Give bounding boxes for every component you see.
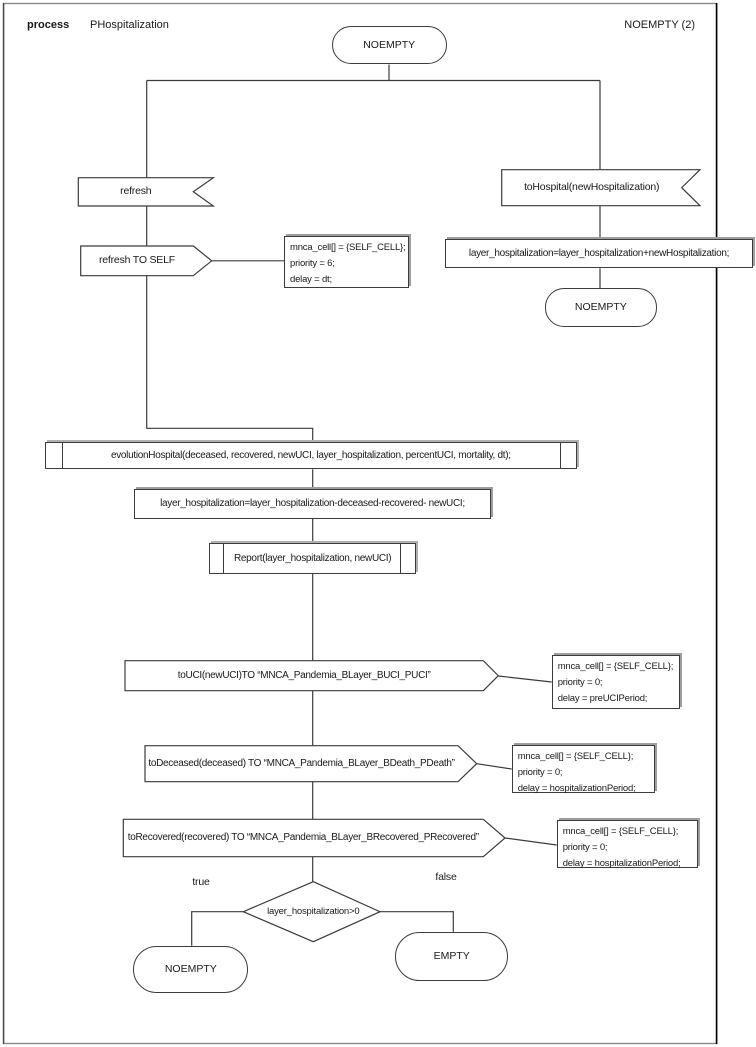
comment-line: delay = hospitalizationPeriod;: [517, 783, 636, 794]
page-frame: [2, 2, 718, 1045]
output-signal-todeceased[interactable]: [144, 745, 478, 783]
decision-diamond[interactable]: [241, 881, 382, 943]
comment-torecovered-params[interactable]: mnca_cell[] = {SELF_CELL}; priority = 0;…: [556, 820, 699, 869]
comment-touci-params[interactable]: mnca_cell[] = {SELF_CELL}; priority = 0;…: [551, 655, 680, 709]
comment-line: delay = preUCIPeriod;: [557, 693, 648, 704]
task-subtract-hospitalization[interactable]: layer_hospitalization=layer_hospitalizat…: [134, 488, 491, 519]
page-label: NOEMPTY (2): [624, 19, 695, 31]
procedure-inner-bar-left: [223, 544, 225, 573]
true-state-noempty[interactable]: NOEMPTY: [133, 945, 249, 994]
state-label: NOEMPTY: [164, 963, 217, 976]
procedure-text: evolutionHospital(deceased, recovered, n…: [110, 449, 511, 461]
comment-line: priority = 0;: [562, 842, 608, 853]
flow-connectors: [146, 64, 601, 946]
comment-line: delay = dt;: [290, 274, 332, 285]
state-label: NOEMPTY: [574, 301, 627, 314]
comment-refresh-params[interactable]: mnca_cell[] = {SELF_CELL}; priority = 6;…: [284, 236, 410, 289]
comment-line: priority = 0;: [557, 677, 603, 688]
output-signal-torecovered[interactable]: [122, 818, 506, 858]
task-text: layer_hospitalization=layer_hospitalizat…: [468, 248, 730, 260]
comment-line: mnca_cell[] = {SELF_CELL};: [557, 661, 674, 672]
state-label: EMPTY: [433, 950, 470, 963]
input-signal-refresh[interactable]: [77, 177, 216, 207]
task-add-hospitalization[interactable]: layer_hospitalization=layer_hospitalizat…: [445, 239, 753, 269]
procedure-call-report[interactable]: Report(layer_hospitalization, newUCI): [209, 543, 416, 574]
output-signal-refresh-to-self[interactable]: [80, 245, 213, 277]
comment-todeceased-params[interactable]: mnca_cell[] = {SELF_CELL}; priority = 0;…: [511, 745, 655, 794]
comment-line: mnca_cell[] = {SELF_CELL};: [290, 242, 406, 253]
process-name: PHospitalization: [90, 19, 169, 31]
process-keyword: process: [27, 19, 70, 31]
output-signal-touci[interactable]: [124, 660, 500, 692]
task-text: layer_hospitalization=layer_hospitalizat…: [160, 498, 465, 510]
start-state-noempty[interactable]: NOEMPTY: [331, 25, 447, 65]
comment-line: priority = 0;: [517, 767, 563, 778]
comment-line: priority = 6;: [290, 258, 335, 269]
procedure-inner-bar-right: [399, 544, 401, 573]
next-state-noempty-right[interactable]: NOEMPTY: [545, 288, 657, 327]
procedure-call-evolutionhospital[interactable]: evolutionHospital(deceased, recovered, n…: [45, 441, 577, 470]
state-label: NOEMPTY: [363, 38, 416, 51]
comment-line: mnca_cell[] = {SELF_CELL};: [562, 826, 679, 837]
comment-line: delay = hospitalizationPeriod;: [562, 858, 681, 869]
procedure-inner-bar-right: [560, 442, 562, 469]
input-signal-tohospital[interactable]: [501, 169, 702, 207]
procedure-inner-bar-left: [61, 442, 63, 469]
false-state-empty[interactable]: EMPTY: [395, 931, 509, 981]
procedure-text: Report(layer_hospitalization, newUCI): [233, 553, 392, 565]
comment-line: mnca_cell[] = {SELF_CELL};: [517, 751, 634, 762]
